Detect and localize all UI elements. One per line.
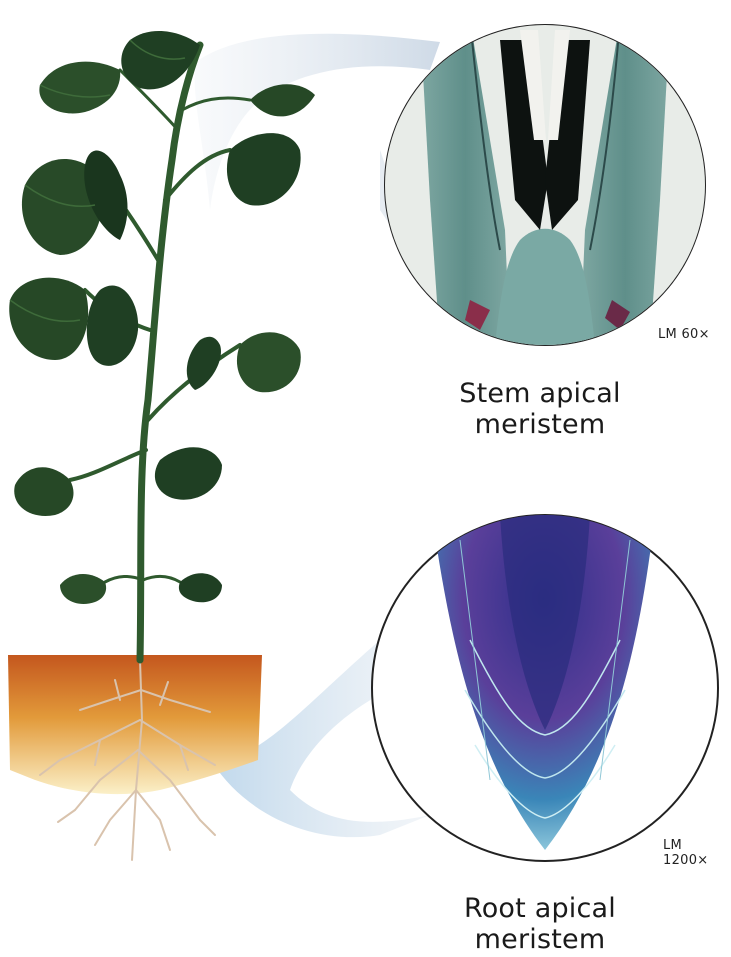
stem-apical-meristem-micrograph <box>385 20 705 350</box>
stem-caption-line-1: Stem apical <box>420 378 660 409</box>
root-caption-line-2: meristem <box>415 924 665 955</box>
root-apical-meristem-micrograph <box>372 515 718 861</box>
root-apical-meristem-caption: Root apical meristem <box>415 893 665 955</box>
plant-leaves <box>9 31 315 604</box>
stem-apical-meristem-caption: Stem apical meristem <box>420 378 660 440</box>
root-caption-line-1: Root apical <box>415 893 665 924</box>
root-magnification-label: LM 1200× <box>663 838 731 868</box>
stem-magnification-label: LM 60× <box>658 327 710 342</box>
stem-caption-line-2: meristem <box>420 409 660 440</box>
